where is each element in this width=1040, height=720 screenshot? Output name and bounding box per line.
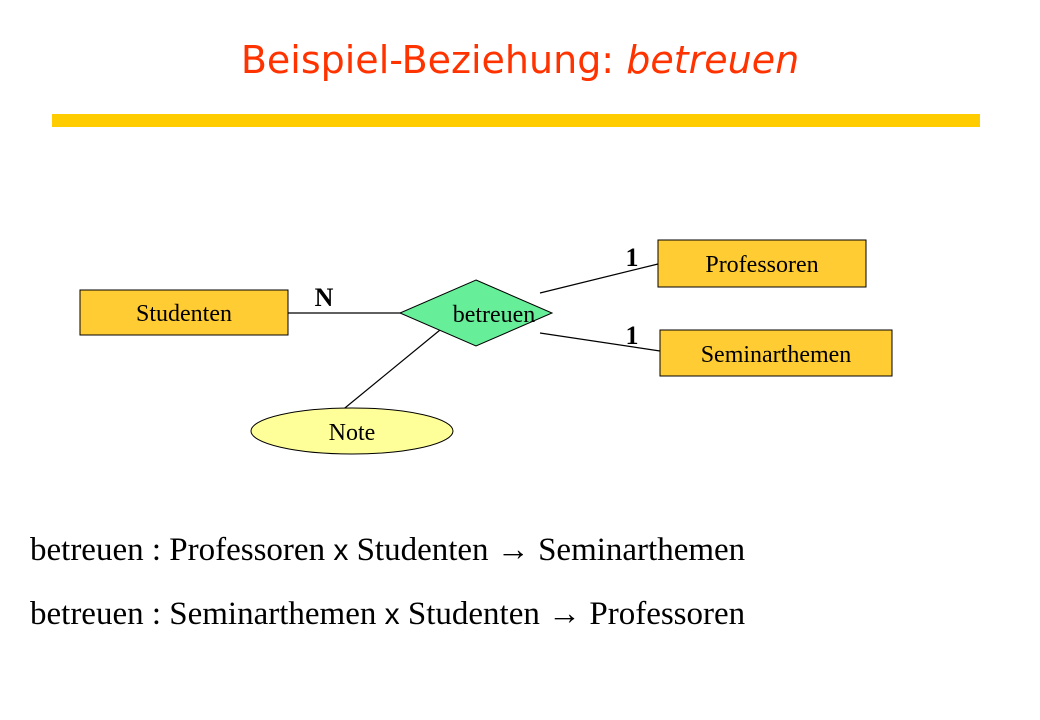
formula-1-rhs: Seminarthemen — [529, 532, 746, 568]
formula-1-lhs: betreuen : Professoren — [30, 532, 334, 568]
formula-1-arrow: → — [496, 532, 530, 568]
relationship-betreuen[interactable]: betreuen — [398, 279, 554, 347]
cardinality-professoren: 1 — [626, 243, 639, 272]
entity-studenten[interactable]: Studenten — [79, 289, 289, 336]
formula-2-middle: Studenten — [399, 596, 549, 632]
slide-title: Beispiel-Beziehung: betreuen — [0, 38, 1040, 82]
entity-studenten-label: Studenten — [136, 301, 232, 327]
title-emphasis: betreuen — [626, 38, 800, 82]
title-underline — [52, 114, 980, 127]
formula-2: betreuen : Seminarthemen x Studenten → P… — [30, 596, 745, 633]
formula-2-times: x — [384, 598, 400, 631]
formula-1-middle: Studenten — [348, 532, 497, 568]
line-betreuen-professoren — [539, 263, 659, 294]
attribute-note[interactable]: Note — [250, 407, 454, 455]
formula-2-arrow: → — [548, 596, 582, 632]
entity-seminarthemen-label: Seminarthemen — [701, 342, 852, 368]
formula-1: betreuen : Professoren x Studenten → Sem… — [30, 532, 745, 569]
title-main: Beispiel-Beziehung: — [240, 38, 627, 82]
attribute-note-label: Note — [329, 420, 376, 446]
relationship-betreuen-label: betreuen — [453, 302, 536, 328]
formula-2-lhs: betreuen : Seminarthemen — [30, 596, 385, 632]
entity-professoren[interactable]: Professoren — [657, 239, 867, 288]
entity-professoren-label: Professoren — [705, 252, 818, 278]
cardinality-seminarthemen: 1 — [626, 321, 639, 350]
cardinality-studenten: N — [315, 283, 334, 312]
formula-2-rhs: Professoren — [581, 596, 746, 632]
line-betreuen-note — [339, 329, 441, 413]
line-betreuen-seminarthemen — [539, 332, 661, 352]
formula-1-times: x — [333, 534, 349, 567]
entity-seminarthemen[interactable]: Seminarthemen — [659, 329, 893, 377]
